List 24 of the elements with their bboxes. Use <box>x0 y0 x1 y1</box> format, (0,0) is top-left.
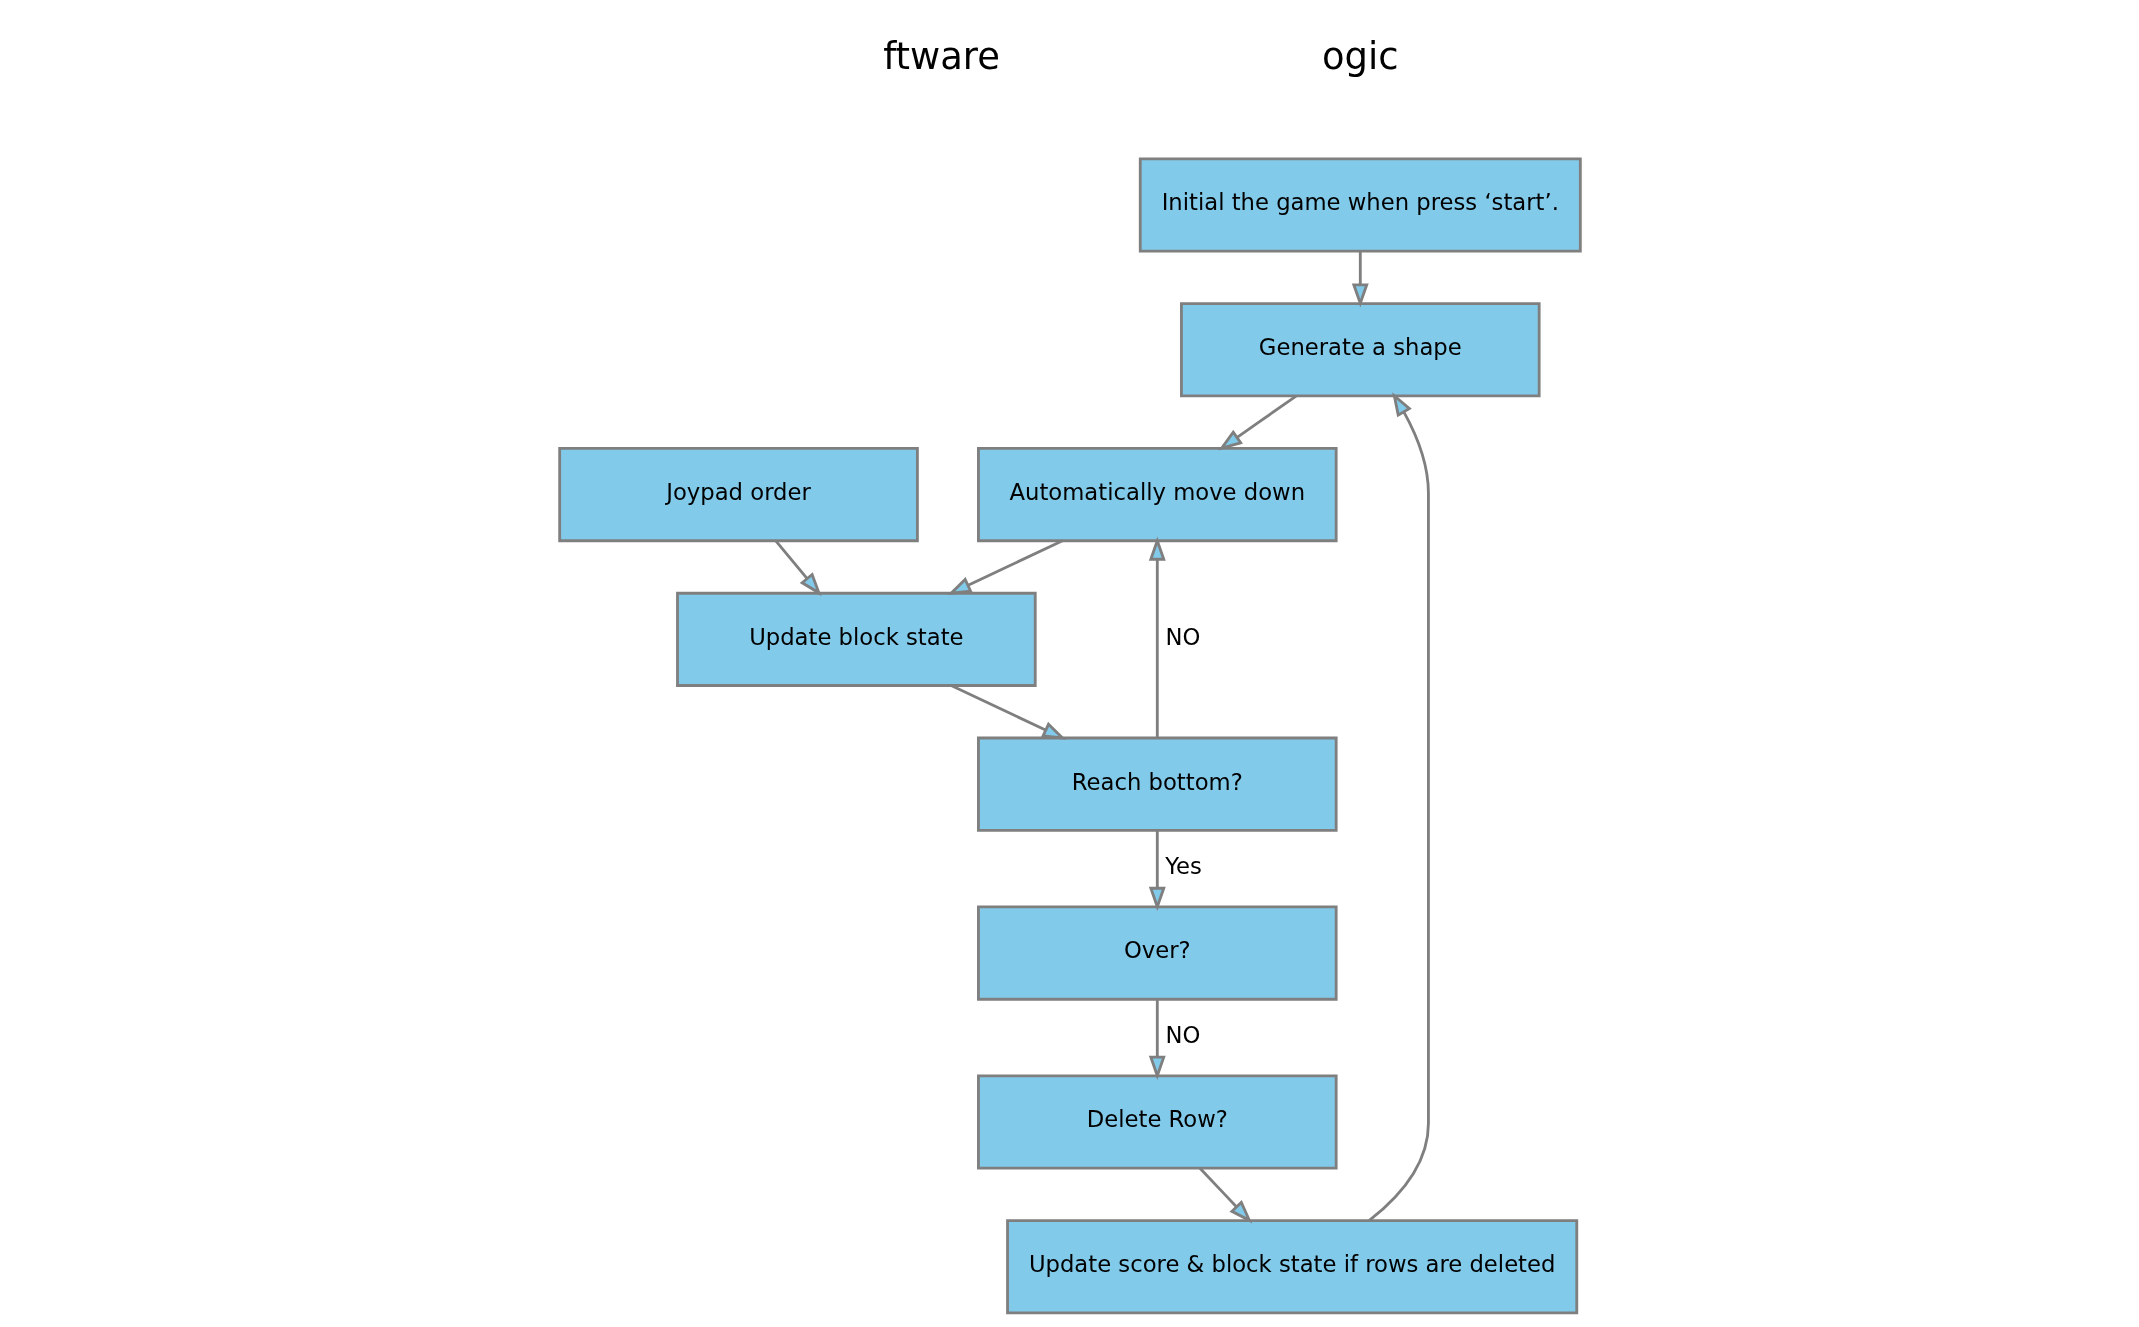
node-box: Automatically move down <box>976 447 1338 543</box>
node-box: Joypad order <box>557 447 919 543</box>
node-box: Generate a shape <box>1179 302 1541 398</box>
arrow <box>950 684 1066 740</box>
arrow <box>1148 999 1166 1080</box>
node-box: Update score & block state if rows are deleted <box>1005 1219 1578 1315</box>
node-box: Delete Row? <box>976 1074 1338 1170</box>
arrow <box>1148 830 1166 911</box>
node-box: Update block state <box>675 591 1037 687</box>
node-box: Reach bottom? <box>976 736 1338 832</box>
edge-label: Yes <box>1164 853 1202 880</box>
label: ogic <box>1321 35 1399 79</box>
arrow <box>1367 392 1430 1222</box>
node-box: Initial the game when press ‘start’. <box>1138 157 1582 253</box>
label: ftware <box>882 35 1000 79</box>
arrow <box>1351 251 1369 308</box>
arrow <box>1148 536 1166 738</box>
arrow <box>1198 1167 1252 1224</box>
edge-label: NO <box>1164 623 1200 650</box>
arrow <box>1217 394 1297 451</box>
edge-label: NO <box>1164 1021 1200 1048</box>
arrow <box>946 539 1063 596</box>
node-box: Over? <box>976 905 1338 1001</box>
arrow <box>774 540 822 597</box>
